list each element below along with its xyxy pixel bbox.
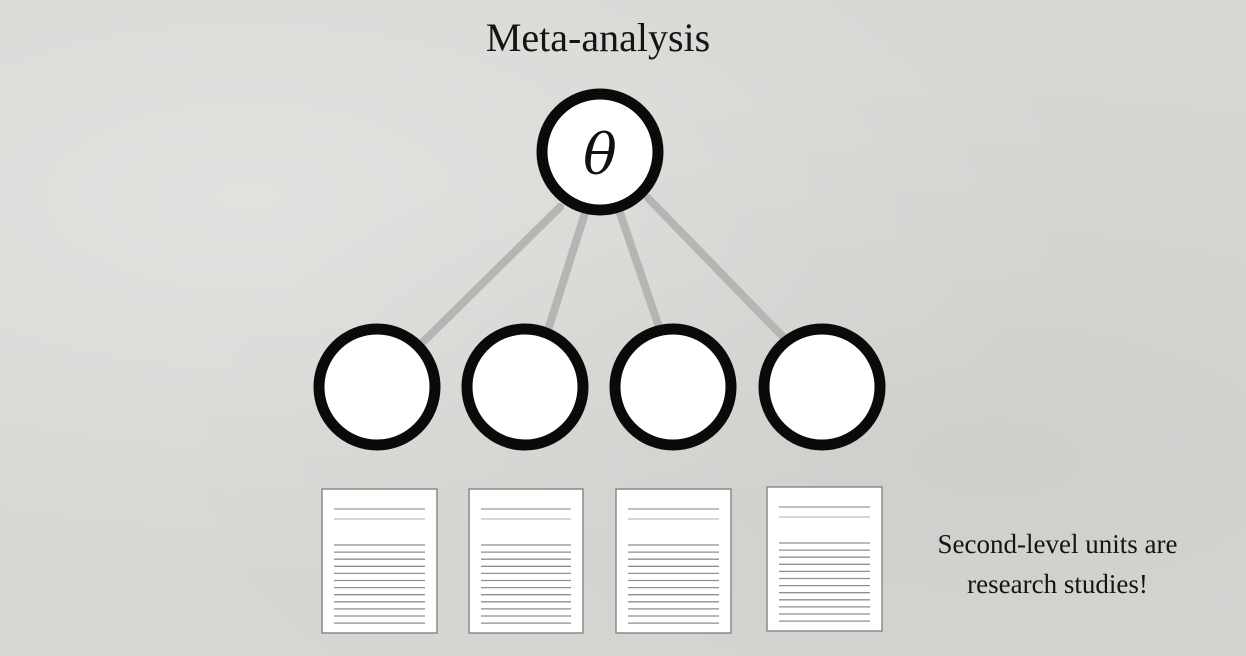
document-3 <box>615 488 732 634</box>
caption-line-2: research studies! <box>967 569 1148 599</box>
edge-3 <box>616 209 664 334</box>
caption: Second-level units are research studies! <box>905 524 1210 604</box>
document-4 <box>766 486 883 632</box>
study-node-1 <box>313 323 441 451</box>
edge-2 <box>544 209 589 334</box>
study-node-4 <box>758 323 886 451</box>
document-2 <box>468 488 584 634</box>
edge-1 <box>416 203 564 349</box>
study-nodes <box>313 323 886 451</box>
root-node: θ <box>536 88 664 216</box>
study-node-3 <box>609 323 737 451</box>
edges <box>416 194 790 349</box>
caption-line-1: Second-level units are <box>937 529 1178 559</box>
theta-symbol: θ <box>583 123 617 188</box>
slide-title: Meta-analysis <box>485 15 711 60</box>
edge-4 <box>644 194 790 344</box>
document-1 <box>321 488 438 634</box>
study-node-2 <box>461 323 589 451</box>
documents <box>321 486 883 634</box>
